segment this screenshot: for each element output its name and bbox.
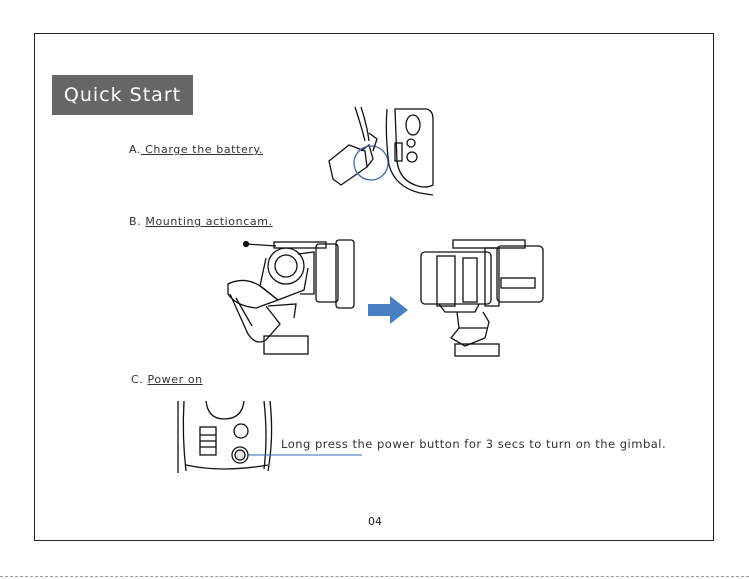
section-title: Quick Start bbox=[52, 75, 193, 115]
step-a-label: Charge the battery. bbox=[141, 143, 263, 156]
step-c-prefix: C. bbox=[131, 373, 143, 386]
page-number: 04 bbox=[365, 515, 385, 528]
crop-line bbox=[0, 576, 749, 577]
step-c: C. Power on bbox=[131, 373, 203, 386]
gimbal-unmounted-illustration bbox=[208, 234, 363, 358]
step-a: A. Charge the battery. bbox=[129, 143, 263, 156]
step-c-label: Power on bbox=[148, 373, 203, 386]
step-a-prefix: A. bbox=[129, 143, 141, 156]
step-b: B. Mounting actioncam. bbox=[129, 215, 273, 228]
step-b-label: Mounting actioncam. bbox=[145, 215, 272, 228]
arrow-right-icon bbox=[368, 296, 408, 324]
power-instruction: Long press the power button for 3 secs t… bbox=[281, 437, 666, 451]
charging-illustration bbox=[325, 105, 435, 197]
step-b-prefix: B. bbox=[129, 215, 141, 228]
gimbal-mounted-illustration bbox=[415, 238, 550, 358]
